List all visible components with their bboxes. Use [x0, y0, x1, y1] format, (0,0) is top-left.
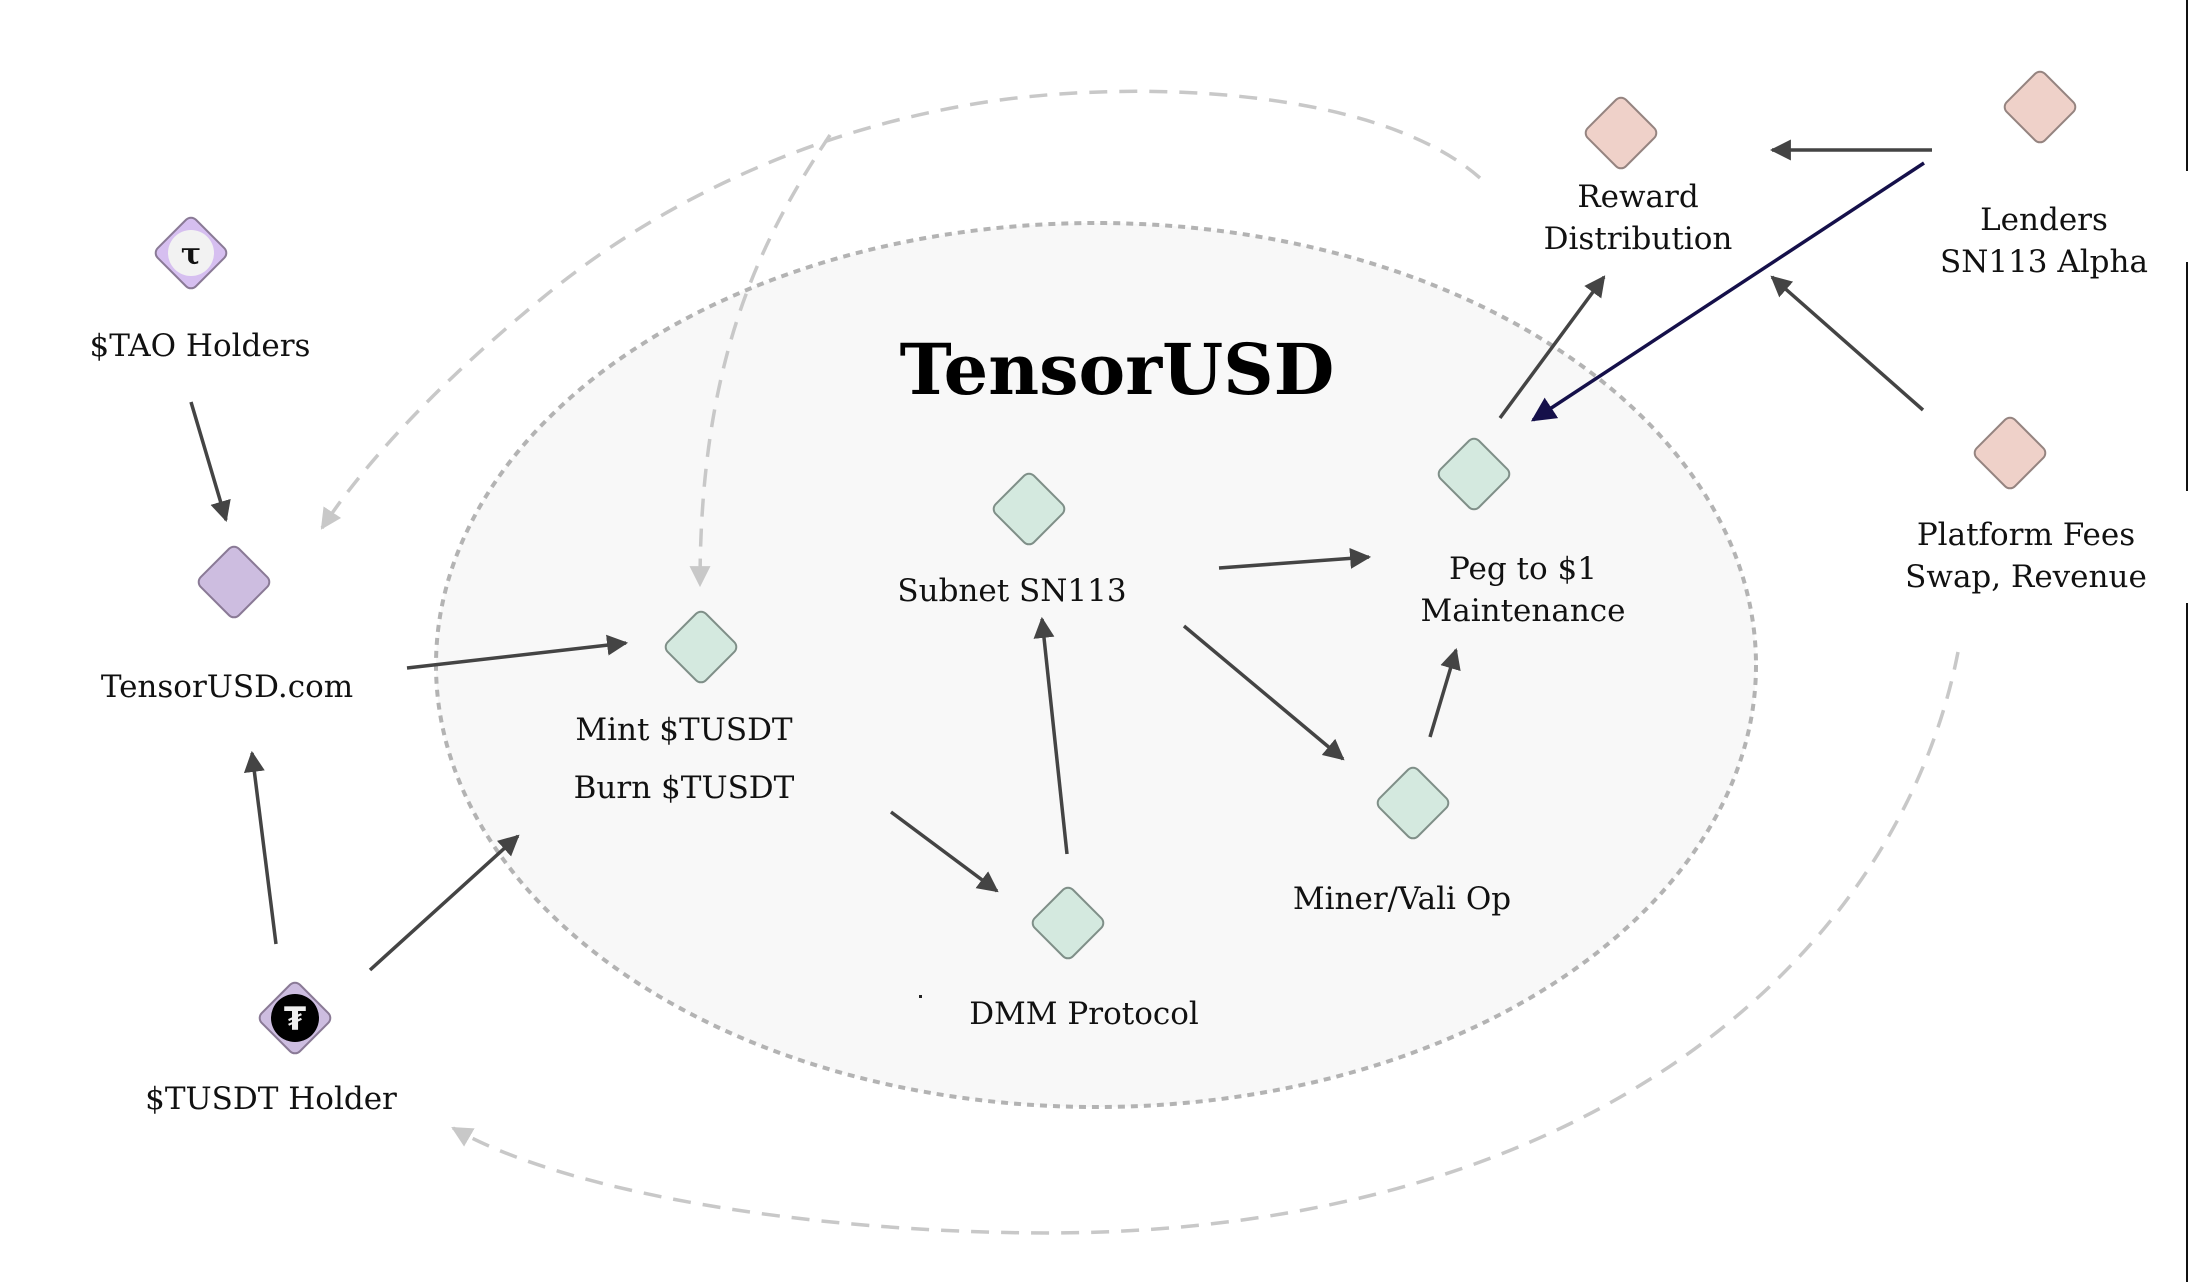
lenders-diamond [2003, 70, 2077, 144]
arrow-site-to-mint [406, 634, 629, 670]
platform-label-line1: Platform Fees [1917, 517, 2135, 553]
arrow-lenders-to-peg-highlight [1530, 161, 1925, 422]
node-peg-maintenance[interactable]: Peg to $1 Maintenance [1420, 436, 1626, 629]
arrow-miner-to-peg [1428, 647, 1461, 738]
tether-coin-icon [271, 994, 319, 1042]
node-dmm-protocol[interactable]: DMM Protocol [919, 885, 1199, 1032]
diagram-title: TensorUSD [900, 328, 1335, 411]
node-mint-burn[interactable]: Mint $TUSDT Burn $TUSDT [574, 609, 795, 806]
reward-label-line2: Distribution [1544, 221, 1733, 257]
feedback-arrow-reward-to-site [320, 89, 1482, 530]
mint-burn-diamond [664, 610, 738, 684]
node-tensorusd-com[interactable]: TensorUSD.com [101, 544, 353, 705]
miner-diamond [1376, 766, 1450, 840]
tao-holders-label: $TAO Holders [90, 328, 311, 364]
dmm-diamond [1031, 886, 1105, 960]
arrow-dmm-to-subnet [1033, 616, 1069, 855]
right-edge-border-1 [2186, 0, 2188, 171]
node-subnet-sn113[interactable]: Subnet SN113 [897, 471, 1127, 609]
mint-label: Mint $TUSDT [575, 712, 793, 748]
miner-label: Miner/Vali Op [1293, 881, 1511, 917]
subnet-label: Subnet SN113 [897, 573, 1126, 609]
lenders-label-line1: Lenders [1980, 202, 2108, 238]
peg-label-line2: Maintenance [1420, 593, 1625, 629]
tensorusd-com-diamond [197, 545, 271, 619]
arrow-fees-to-reward [1770, 275, 1925, 412]
platform-diamond [1973, 416, 2047, 490]
dmm-label: DMM Protocol [969, 996, 1199, 1032]
arrow-tao-to-site [189, 401, 231, 523]
peg-label-line1: Peg to $1 [1449, 551, 1597, 587]
right-edge-border-3 [2186, 603, 2188, 1282]
tusdt-holder-label: $TUSDT Holder [145, 1081, 397, 1117]
platform-label-line2: Swap, Revenue [1905, 559, 2147, 595]
arrow-subnet-to-peg [1218, 547, 1372, 570]
node-tao-holders[interactable]: τ $TAO Holders [90, 215, 311, 364]
peg-diamond [1437, 437, 1511, 511]
arrow-peg-to-reward [1498, 275, 1606, 420]
arrow-burn-to-dmm [889, 810, 999, 893]
node-platform-fees[interactable]: Platform Fees Swap, Revenue [1905, 415, 2147, 595]
burn-label: Burn $TUSDT [574, 770, 795, 806]
flow-arrows [189, 139, 1932, 972]
tao-coin-icon [168, 230, 214, 276]
arrow-subnet-to-miner [1182, 624, 1345, 761]
right-edge-border-2 [2186, 262, 2188, 491]
arrow-holder-to-burn [368, 834, 520, 972]
arrow-holder-to-site [243, 750, 278, 945]
node-reward-distribution[interactable]: Reward Distribution [1544, 95, 1733, 257]
subnet-diamond [992, 472, 1066, 546]
tao-glyph: τ [181, 237, 201, 272]
node-lenders[interactable]: Lenders SN113 Alpha [1940, 69, 2148, 280]
feedback-arrow-fees-to-holder [451, 651, 1960, 1235]
node-miner-vali-op[interactable]: Miner/Vali Op [1293, 765, 1511, 917]
node-tusdt-holder[interactable]: ₮ $TUSDT Holder [145, 980, 397, 1117]
tensorusd-com-label: TensorUSD.com [101, 669, 353, 705]
reward-diamond [1584, 96, 1658, 170]
stray-dot [919, 995, 922, 998]
lenders-label-line2: SN113 Alpha [1940, 244, 2148, 280]
tether-glyph: ₮ [284, 1000, 306, 1038]
reward-label-line1: Reward [1577, 179, 1698, 215]
